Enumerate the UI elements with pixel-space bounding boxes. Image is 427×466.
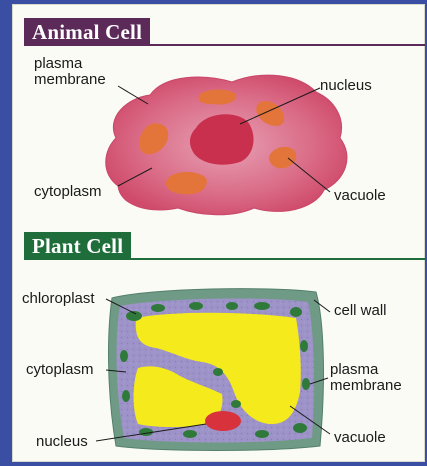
chloroplast (293, 423, 307, 433)
chloroplast (151, 304, 165, 312)
label-plant-vacuole: vacuole (334, 430, 386, 446)
label-plant-nucleus: nucleus (36, 434, 88, 450)
chloroplast (254, 302, 270, 310)
chloroplast (226, 302, 238, 310)
chloroplast (231, 400, 241, 408)
chloroplast (290, 307, 302, 317)
chloroplast (213, 368, 223, 376)
chloroplast (300, 340, 308, 352)
plant-nucleus (205, 411, 241, 431)
label-cytoplasm: cytoplasm (34, 184, 102, 200)
label-plant-plasma-membrane-line1: plasma (330, 362, 378, 378)
chloroplast (189, 302, 203, 310)
animal-vacuole (166, 172, 207, 194)
label-plasma-membrane-line2: membrane (34, 72, 106, 88)
plant-cell (96, 289, 330, 451)
label-nucleus: nucleus (320, 78, 372, 94)
chloroplast (255, 430, 269, 438)
label-chloroplast: chloroplast (22, 291, 95, 307)
chloroplast (120, 350, 128, 362)
label-plant-cytoplasm: cytoplasm (26, 362, 94, 378)
label-cell-wall: cell wall (334, 303, 387, 319)
chloroplast (139, 428, 153, 436)
chloroplast (122, 390, 130, 402)
animal-cell (106, 75, 347, 215)
label-plant-plasma-membrane-line2: membrane (330, 378, 402, 394)
chloroplast (183, 430, 197, 438)
chloroplast (302, 378, 310, 390)
label-plasma-membrane-line1: plasma (34, 56, 82, 72)
label-vacuole: vacuole (334, 188, 386, 204)
